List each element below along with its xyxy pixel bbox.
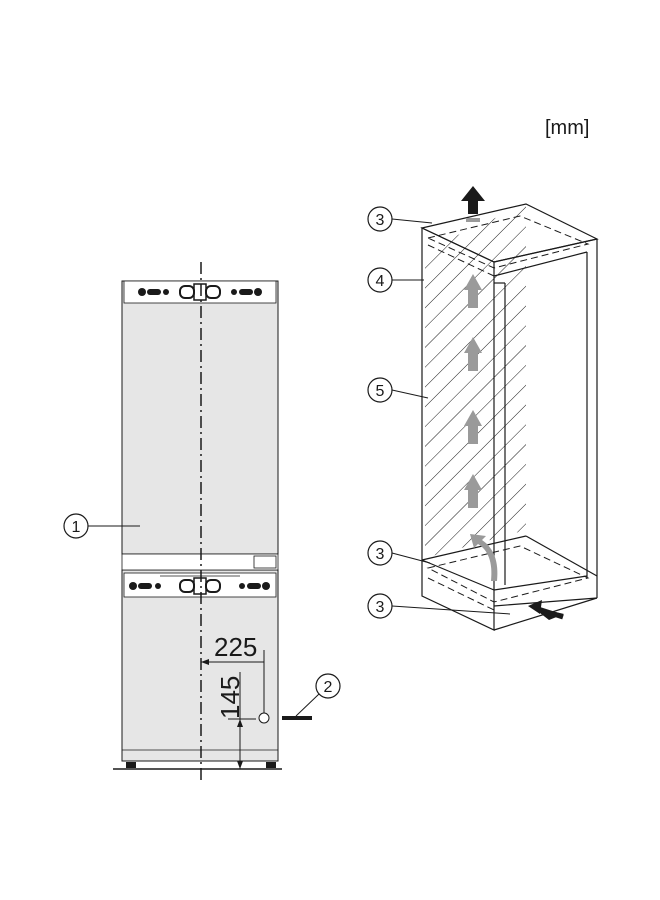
right-foot <box>266 762 276 768</box>
front-view: 225 145 1 2 <box>63 262 341 780</box>
callout-1: 1 <box>63 513 140 539</box>
dimension-horizontal-value: 225 <box>214 632 257 662</box>
airflow-arrows <box>461 186 564 620</box>
callout-3-bottom-label: 3 <box>376 599 385 616</box>
curved-intake-arrow <box>470 534 498 581</box>
upper-door <box>121 280 279 555</box>
callout-3-top-label: 3 <box>376 212 385 229</box>
callout-2-label: 2 <box>324 679 333 696</box>
dimension-horizontal: 225 <box>201 632 265 714</box>
callout-1-label: 1 <box>72 519 81 536</box>
dimension-vertical: 145 <box>215 672 256 769</box>
middle-hinge-bracket <box>123 572 277 598</box>
callout-4: 4 <box>367 267 424 293</box>
callout-5: 5 <box>367 377 429 403</box>
connection-point <box>258 712 270 724</box>
unit-label: [mm] <box>545 117 590 139</box>
lower-door <box>121 569 279 762</box>
callout-4-label: 4 <box>376 273 385 290</box>
air-channel-hatch <box>425 204 526 558</box>
exhaust-arrow <box>461 186 485 214</box>
callout-2: 2 <box>295 673 341 717</box>
niche-cabinet <box>420 203 599 631</box>
callout-3-middle: 3 <box>367 540 431 566</box>
callout-3-middle-label: 3 <box>376 546 385 563</box>
niche-view: 3 4 5 3 3 <box>367 186 599 631</box>
callout-3-top: 3 <box>367 206 433 232</box>
callout-5-label: 5 <box>376 383 385 400</box>
callout-3-bottom: 3 <box>367 593 511 619</box>
dimension-vertical-value: 145 <box>215 676 245 719</box>
left-foot <box>126 762 136 768</box>
door-gap <box>121 553 279 571</box>
top-hinge-bracket <box>123 280 277 304</box>
gap-bracket <box>253 555 277 569</box>
vent-openings <box>426 215 590 611</box>
